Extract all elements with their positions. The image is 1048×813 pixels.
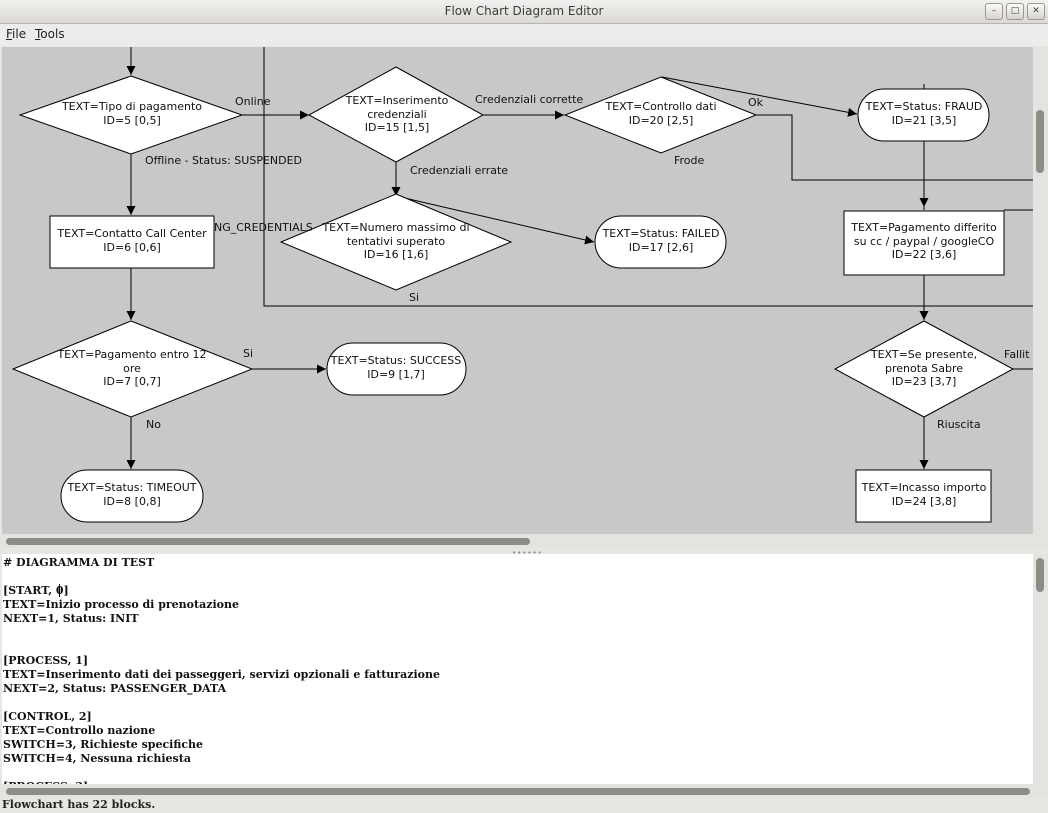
edge-20-21 [661,76,858,117]
label-online: Online [235,95,271,108]
menu-tools[interactable]: Tools [35,27,65,41]
svg-text:TEXT=Controllo dati: TEXT=Controllo dati [604,100,716,113]
close-button[interactable]: ✕ [1027,3,1045,20]
svg-text:ID=5 [0,5]: ID=5 [0,5] [103,114,161,127]
editor-line: [PROCESS, 3] [3,780,88,784]
svg-text:TEXT=Status: FAILED: TEXT=Status: FAILED [602,227,720,240]
node-8[interactable]: TEXT=Status: TIMEOUT ID=8 [0,8] [60,469,204,523]
canvas-vertical-scroll-thumb[interactable] [1036,110,1044,173]
editor-line: SWITCH=4, Nessuna richiesta [3,752,191,765]
svg-text:ID=17 [2,6]: ID=17 [2,6] [629,241,694,254]
editor-line: # DIAGRAMMA DI TEST [3,556,155,569]
editor-line: TEXT=Inizio processo di prenotazione [3,598,239,611]
node-7[interactable]: TEXT=Pagamento entro 12 ore ID=7 [0,7] [11,320,254,418]
svg-text:tentativi superato: tentativi superato [347,235,446,248]
svg-text:TEXT=Pagamento differito: TEXT=Pagamento differito [850,221,997,234]
menu-bar: File Tools [0,24,1048,46]
node-6[interactable]: TEXT=Contatto Call Center ID=6 [0,6] [49,215,215,269]
editor-vertical-scrollbar[interactable] [1033,554,1048,784]
label-fallit: Fallit [1004,348,1030,361]
editor-vertical-scroll-thumb[interactable] [1036,558,1044,592]
text-caret [59,584,60,597]
node-9[interactable]: TEXT=Status: SUCCESS ID=9 [1,7] [326,342,467,396]
editor-line: TEXT=Controllo nazione [3,724,156,737]
window-titlebar: Flow Chart Diagram Editor – □ ✕ [0,0,1048,24]
svg-text:TEXT=Status: FRAUD: TEXT=Status: FRAUD [865,100,983,113]
label-offline: Offline - Status: SUSPENDED [145,154,302,167]
svg-text:ID=15 [1,5]: ID=15 [1,5] [365,121,430,134]
node-15[interactable]: TEXT=Inserimento credenziali ID=15 [1,5] [307,66,485,163]
svg-text:ID=6 [0,6]: ID=6 [0,6] [103,241,161,254]
node-5[interactable]: TEXT=Tipo di pagamento ID=5 [0,5] [18,75,244,155]
diagram-canvas[interactable]: TEXT=Tipo di pagamento ID=5 [0,5] TEXT=I… [2,47,1033,534]
menu-file[interactable]: File [6,27,27,41]
svg-text:ore: ore [123,362,141,375]
svg-text:TEXT=Numero massimo di: TEXT=Numero massimo di [321,221,469,234]
label-riuscita: Riuscita [937,418,981,431]
svg-text:prenota Sabre: prenota Sabre [885,362,963,375]
svg-text:credenziali: credenziali [367,108,427,121]
status-bar: Flowchart has 22 blocks. [0,798,1048,813]
node-24[interactable]: TEXT=Incasso importo ID=24 [3,8] [855,469,992,523]
editor-horizontal-scroll-thumb[interactable] [6,788,1030,795]
svg-text:TEXT=Contatto Call Center: TEXT=Contatto Call Center [56,227,207,240]
editor-line: TEXT=Inserimento dati dei passeggeri, se… [3,668,440,681]
window-title: Flow Chart Diagram Editor [444,4,604,18]
label-wrong-credentials: NG_CREDENTIALS [214,221,313,234]
node-20[interactable]: TEXT=Controllo dati ID=20 [2,5] [563,76,758,154]
node-22[interactable]: TEXT=Pagamento differito su cc / paypal … [843,210,1005,276]
label-frode: Frode [674,154,705,167]
svg-text:ID=20 [2,5]: ID=20 [2,5] [629,114,694,127]
svg-text:TEXT=Status: TIMEOUT: TEXT=Status: TIMEOUT [66,481,196,494]
edge-20-ok [756,114,1033,181]
editor-horizontal-scrollbar[interactable] [0,784,1048,798]
label-credenziali-corrette: Credenziali corrette [475,93,583,106]
svg-text:TEXT=Incasso importo: TEXT=Incasso importo [861,481,987,494]
svg-text:ID=8 [0,8]: ID=8 [0,8] [103,495,161,508]
edge-loop-16 [263,47,1033,307]
svg-text:ID=7 [0,7]: ID=7 [0,7] [103,375,161,388]
svg-text:TEXT=Pagamento entro 12: TEXT=Pagamento entro 12 [56,348,206,361]
svg-text:TEXT=Tipo di pagamento: TEXT=Tipo di pagamento [61,100,202,113]
svg-text:ID=21 [3,5]: ID=21 [3,5] [892,114,957,127]
canvas-horizontal-scrollbar[interactable] [0,534,1048,548]
svg-text:su cc / paypal / googleCO: su cc / paypal / googleCO [854,235,995,248]
svg-text:ID=24 [3,8]: ID=24 [3,8] [892,495,957,508]
svg-text:ID=16 [1,6]: ID=16 [1,6] [364,248,429,261]
svg-text:ID=23 [3,7]: ID=23 [3,7] [892,375,957,388]
canvas-horizontal-scroll-thumb[interactable] [6,538,530,545]
editor-line: [PROCESS, 1] [3,654,89,667]
svg-text:TEXT=Inserimento: TEXT=Inserimento [345,94,449,107]
svg-text:ID=9 [1,7]: ID=9 [1,7] [367,368,425,381]
svg-text:TEXT=Se presente,: TEXT=Se presente, [870,348,977,361]
node-23[interactable]: TEXT=Se presente, prenota Sabre ID=23 [3… [833,320,1015,418]
editor-line: [CONTROL, 2] [3,710,92,723]
node-17[interactable]: TEXT=Status: FAILED ID=17 [2,6] [594,215,727,269]
editor-line: NEXT=2, Status: PASSENGER_DATA [3,682,227,695]
label-ok: Ok [748,96,764,109]
split-pane-divider[interactable]: •••••• [0,548,1048,557]
svg-text:ID=22 [3,6]: ID=22 [3,6] [892,248,957,261]
editor-line: SWITCH=3, Richieste specifiche [3,738,204,751]
diagram-source-editor[interactable]: # DIAGRAMMA DI TEST[START, 0]TEXT=Inizio… [2,554,1033,784]
editor-line: NEXT=1, Status: INIT [3,612,139,625]
label-credenziali-errate: Credenziali errate [410,164,508,177]
label-si-7: Si [243,347,253,360]
node-16[interactable]: TEXT=Numero massimo di tentativi superat… [279,193,513,291]
status-text: Flowchart has 22 blocks. [2,798,156,811]
splitter-grip-icon: •••••• [512,549,543,557]
maximize-button[interactable]: □ [1006,3,1024,20]
minimize-button[interactable]: – [985,3,1003,20]
node-21[interactable]: TEXT=Status: FRAUD ID=21 [3,5] [857,88,990,142]
canvas-vertical-scrollbar[interactable] [1033,47,1048,534]
label-no-7: No [146,418,161,431]
edge-16-17 [395,195,595,245]
svg-text:TEXT=Status: SUCCESS: TEXT=Status: SUCCESS [330,354,462,367]
label-si-16: Si [409,291,419,304]
